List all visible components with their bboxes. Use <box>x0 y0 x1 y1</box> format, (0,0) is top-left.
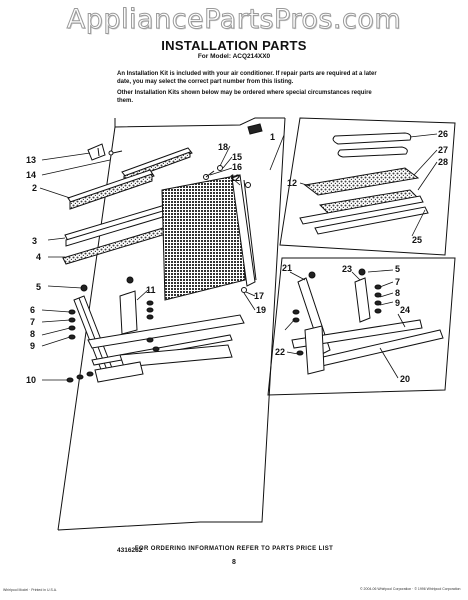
label-11: 11 <box>146 285 156 295</box>
rail-3 <box>64 204 169 247</box>
fine-print: Whirlpool Model · Printed in U.S.A. <box>3 588 58 592</box>
ordering-info: FOR ORDERING INFORMATION REFER TO PARTS … <box>134 546 334 552</box>
label-18: 18 <box>218 142 228 152</box>
page-number: 8 <box>232 559 236 566</box>
page-title: INSTALLATION PARTS <box>161 38 307 53</box>
label-2: 2 <box>32 183 37 193</box>
label-7-right: 7 <box>395 277 400 287</box>
label-8-right: 8 <box>395 288 400 298</box>
model-line: For Model: ACQ214XX0 <box>197 53 271 60</box>
foam-seal-12 <box>303 167 420 196</box>
label-22: 22 <box>275 347 285 357</box>
label-10: 10 <box>26 375 36 385</box>
label-14: 14 <box>26 170 36 180</box>
side-channel <box>231 174 256 287</box>
rail-2 <box>67 169 155 210</box>
label-12: 12 <box>230 173 240 183</box>
label-8: 8 <box>30 329 35 339</box>
label-24: 24 <box>400 305 410 315</box>
label-26: 26 <box>438 129 448 139</box>
label-17: 17 <box>254 291 264 301</box>
label-28: 28 <box>438 157 448 167</box>
label-19: 19 <box>256 305 266 315</box>
other-kits-paragraph: Other Installation Kits shown below may … <box>117 90 372 105</box>
label-20: 20 <box>400 374 410 384</box>
label-16: 16 <box>232 162 242 172</box>
label-5-right: 5 <box>395 264 400 274</box>
corner-bracket <box>87 143 106 161</box>
support-foot <box>94 361 144 383</box>
label-4: 4 <box>36 252 41 262</box>
label-5: 5 <box>36 282 41 292</box>
watermark: AppliancePartsPros.com <box>66 4 402 36</box>
label-9: 9 <box>30 341 35 351</box>
label-1: 1 <box>270 132 275 142</box>
label-23: 23 <box>342 264 352 274</box>
label-27: 27 <box>438 145 448 155</box>
part-number: 4316282 <box>117 547 143 554</box>
upper-right-box <box>279 117 456 256</box>
label-25: 25 <box>412 235 422 245</box>
intro-paragraph: An Installation Kit is included with you… <box>117 71 377 86</box>
support-rail <box>87 314 245 349</box>
support-clip <box>119 290 138 335</box>
label-12-upper: 12 <box>287 178 297 188</box>
lower-right-box <box>267 257 456 396</box>
small-block <box>247 123 263 135</box>
accordion-panel <box>161 174 246 301</box>
seal-loop-26 <box>332 132 412 145</box>
label-7: 7 <box>30 317 35 327</box>
label-3: 3 <box>32 236 37 246</box>
kit-box-outline <box>114 117 285 128</box>
copyright: © 2004-06 Whirlpool Corporation · © 1996… <box>360 587 461 591</box>
label-13: 13 <box>26 155 36 165</box>
label-15: 15 <box>232 152 242 162</box>
label-9-right: 9 <box>395 298 400 308</box>
label-6: 6 <box>30 305 35 315</box>
right-support-rail <box>291 319 423 349</box>
label-21: 21 <box>282 263 292 273</box>
